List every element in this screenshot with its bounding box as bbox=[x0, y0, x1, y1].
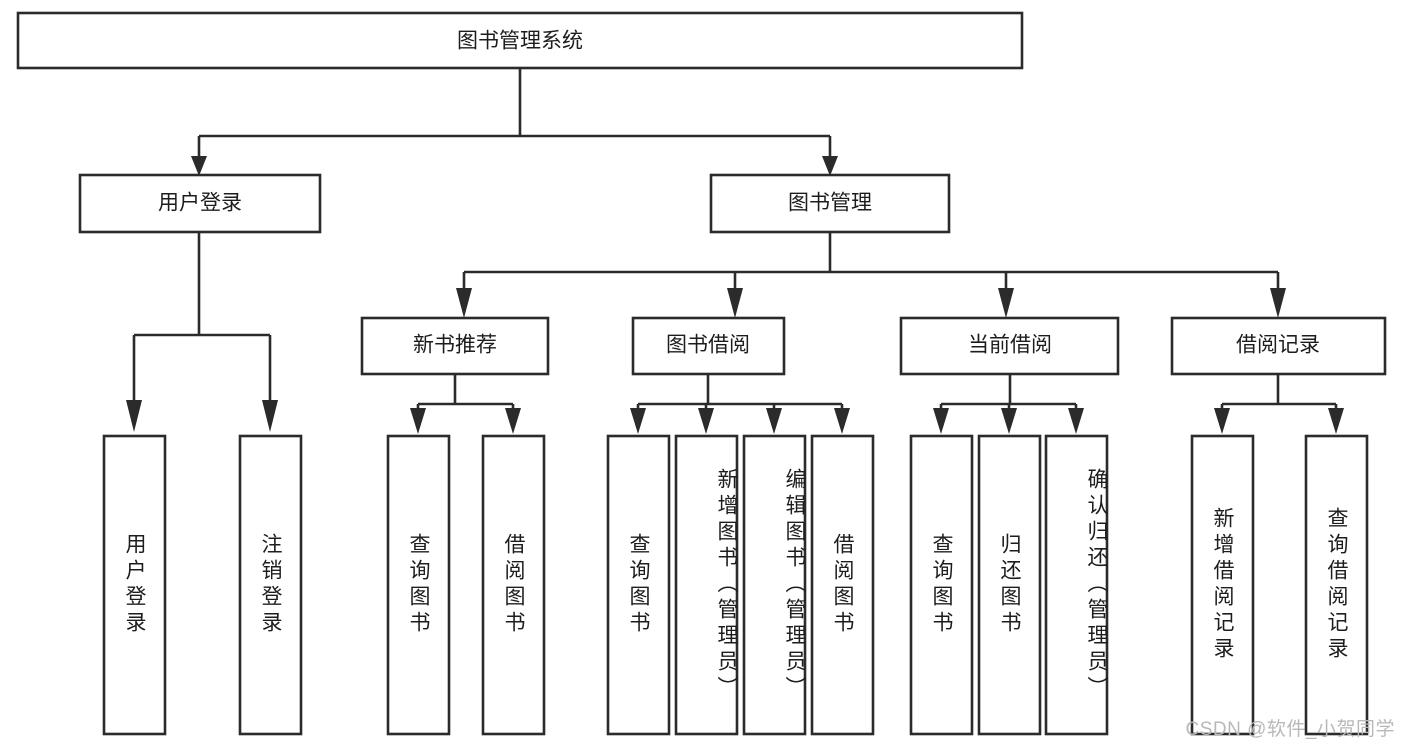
node-book-borrow-rect[interactable] bbox=[631, 316, 786, 376]
leaf-rect-borrow-record-2[interactable] bbox=[1304, 434, 1369, 736]
node-book-management[interactable]: 图书管理 bbox=[709, 173, 951, 234]
arrowhead-to-user-login bbox=[191, 156, 207, 176]
arrowhead-new-book-leaf-1 bbox=[410, 408, 426, 434]
arrowhead-br-leaf-2 bbox=[1328, 408, 1344, 434]
leaf-rect-book-borrow-4[interactable] bbox=[810, 434, 875, 736]
arrowhead-bb-leaf-2 bbox=[698, 408, 714, 434]
node-user-login[interactable]: 用户登录 bbox=[78, 173, 322, 234]
node-book-management-label: 图书管理 bbox=[788, 192, 872, 215]
arrowhead-cb-leaf-3 bbox=[1068, 408, 1084, 434]
node-new-book-recommend-rect[interactable] bbox=[360, 316, 550, 376]
arrowhead-bb-leaf-1 bbox=[630, 408, 646, 434]
arrowhead-borrow-record bbox=[1270, 288, 1286, 318]
arrowhead-br-leaf-1 bbox=[1214, 408, 1230, 434]
node-borrow-record[interactable]: 借阅记录 bbox=[1170, 316, 1387, 376]
node-root[interactable]: 图书管理系统 bbox=[16, 11, 1024, 70]
node-book-management-rect[interactable] bbox=[709, 173, 951, 234]
leaf-rect-book-borrow-3[interactable] bbox=[742, 434, 807, 736]
arrowhead-to-book-mgmt bbox=[822, 156, 838, 176]
node-current-borrow-rect[interactable] bbox=[899, 316, 1120, 376]
arrowhead-bb-leaf-3 bbox=[766, 408, 782, 434]
node-user-login-label: 用户登录 bbox=[158, 192, 242, 215]
watermark-text: CSDN @软件_小贺同学 bbox=[1185, 719, 1395, 740]
node-current-borrow-label: 当前借阅 bbox=[968, 334, 1052, 357]
arrowhead-new-book bbox=[456, 288, 472, 318]
arrowhead-bb-leaf-4 bbox=[834, 408, 850, 434]
leaf-rect-current-borrow-3[interactable] bbox=[1044, 434, 1109, 736]
arrowhead-cb-leaf-1 bbox=[933, 408, 949, 434]
arrowhead-current-borrow bbox=[998, 288, 1014, 318]
leaf-rect-book-borrow-2[interactable] bbox=[674, 434, 739, 736]
node-borrow-record-rect[interactable] bbox=[1170, 316, 1387, 376]
leaf-rect-user-login-2[interactable] bbox=[238, 434, 303, 736]
leaf-rect-borrow-record-1[interactable] bbox=[1190, 434, 1255, 736]
connector-group-book-borrow bbox=[630, 374, 850, 434]
leaf-rect-new-book-2[interactable] bbox=[481, 434, 546, 736]
node-current-borrow[interactable]: 当前借阅 bbox=[899, 316, 1120, 376]
connector-group-book-mgmt bbox=[456, 232, 1286, 318]
connector-group-new-book bbox=[410, 374, 521, 434]
node-book-borrow[interactable]: 图书借阅 bbox=[631, 316, 786, 376]
node-new-book-recommend[interactable]: 新书推荐 bbox=[360, 316, 550, 376]
leaf-rect-current-borrow-1[interactable] bbox=[909, 434, 974, 736]
arrowhead-cb-leaf-2 bbox=[1001, 408, 1017, 434]
connector-group-current-borrow bbox=[933, 374, 1084, 434]
arrowhead-book-borrow bbox=[727, 288, 743, 318]
leaf-rect-new-book-1[interactable] bbox=[386, 434, 451, 736]
leaf-rect-current-borrow-2[interactable] bbox=[977, 434, 1042, 736]
node-book-borrow-label: 图书借阅 bbox=[666, 334, 750, 357]
arrowhead-user-login-leaf-1 bbox=[126, 400, 142, 432]
connector-group-root bbox=[191, 68, 838, 176]
connector-group-borrow-record bbox=[1214, 374, 1344, 434]
node-root-rect[interactable] bbox=[16, 11, 1024, 70]
connector-group-user-login bbox=[126, 232, 278, 432]
node-user-login-rect[interactable] bbox=[78, 173, 322, 234]
arrowhead-user-login-leaf-2 bbox=[262, 400, 278, 432]
node-borrow-record-label: 借阅记录 bbox=[1236, 334, 1320, 357]
leaf-rect-user-login-1[interactable] bbox=[102, 434, 167, 736]
leaf-rect-book-borrow-1[interactable] bbox=[606, 434, 671, 736]
node-new-book-recommend-label: 新书推荐 bbox=[413, 334, 497, 357]
node-root-label: 图书管理系统 bbox=[457, 30, 583, 53]
arrowhead-new-book-leaf-2 bbox=[505, 408, 521, 434]
